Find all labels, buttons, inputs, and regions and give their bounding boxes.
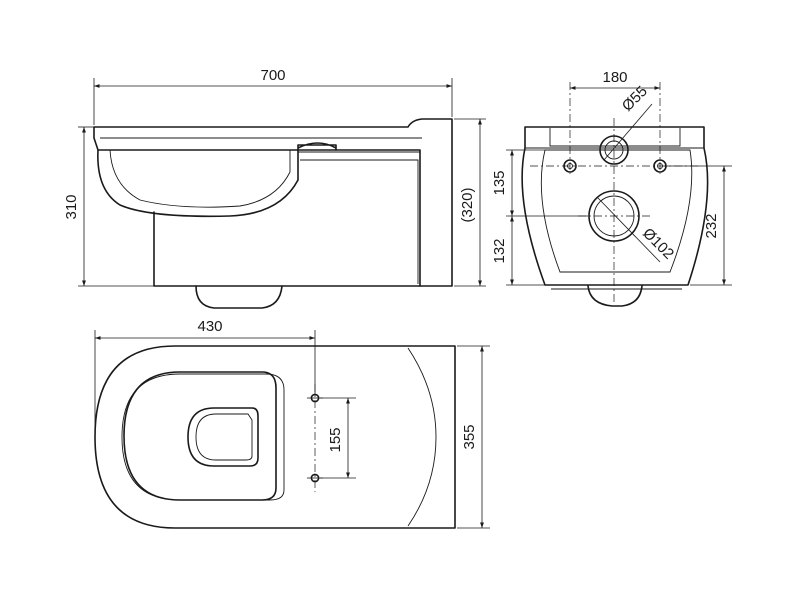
- rear-inner-panel: [540, 149, 693, 273]
- top-rim-inner: [121, 373, 285, 501]
- side-pedestal: [153, 211, 421, 287]
- top-seat: [123, 371, 277, 501]
- side-bowl-inner: [109, 149, 291, 208]
- side-dimensions: 700 310 (320): [63, 67, 486, 287]
- rear-view: [521, 82, 709, 307]
- rear-base-line: [545, 284, 688, 290]
- dim-label-width-355: 355: [461, 424, 478, 449]
- dim-label-height-320: (320): [459, 187, 476, 222]
- leader-o55: [603, 103, 653, 161]
- dim-label-length-430: 430: [197, 318, 222, 335]
- top-rear-curve: [407, 347, 437, 527]
- rear-dimensions: 180 Ø55 Ø102 135 132 232: [491, 69, 732, 286]
- top-bowl-inner: [195, 413, 253, 461]
- rear-outlet: [587, 285, 643, 307]
- dim-label-spacing-155: 155: [327, 427, 344, 452]
- top-outline: [94, 345, 456, 529]
- leader-o102: [596, 196, 661, 263]
- side-hinge: [297, 142, 337, 151]
- dim-label-height-132: 132: [491, 238, 508, 263]
- side-tank-block: [298, 151, 420, 284]
- side-rim: [93, 118, 453, 287]
- dim-label-diameter-55: Ø55: [619, 83, 651, 115]
- rear-body-outline: [521, 126, 709, 286]
- dim-label-height-135: 135: [491, 170, 508, 195]
- top-view: [94, 345, 456, 529]
- top-dimensions: 430 155 355: [94, 318, 490, 529]
- dim-label-height-310: 310: [63, 194, 80, 219]
- dim-label-height-232: 232: [703, 213, 720, 238]
- rear-top-plate: [525, 128, 704, 149]
- side-outlet: [195, 285, 283, 309]
- side-view: [93, 118, 453, 309]
- dim-label-width-180: 180: [602, 69, 627, 86]
- dim-label-width-700: 700: [260, 67, 285, 84]
- top-bowl-opening: [187, 407, 259, 467]
- side-bowl: [97, 149, 299, 218]
- dim-label-diameter-102: Ø102: [639, 225, 677, 263]
